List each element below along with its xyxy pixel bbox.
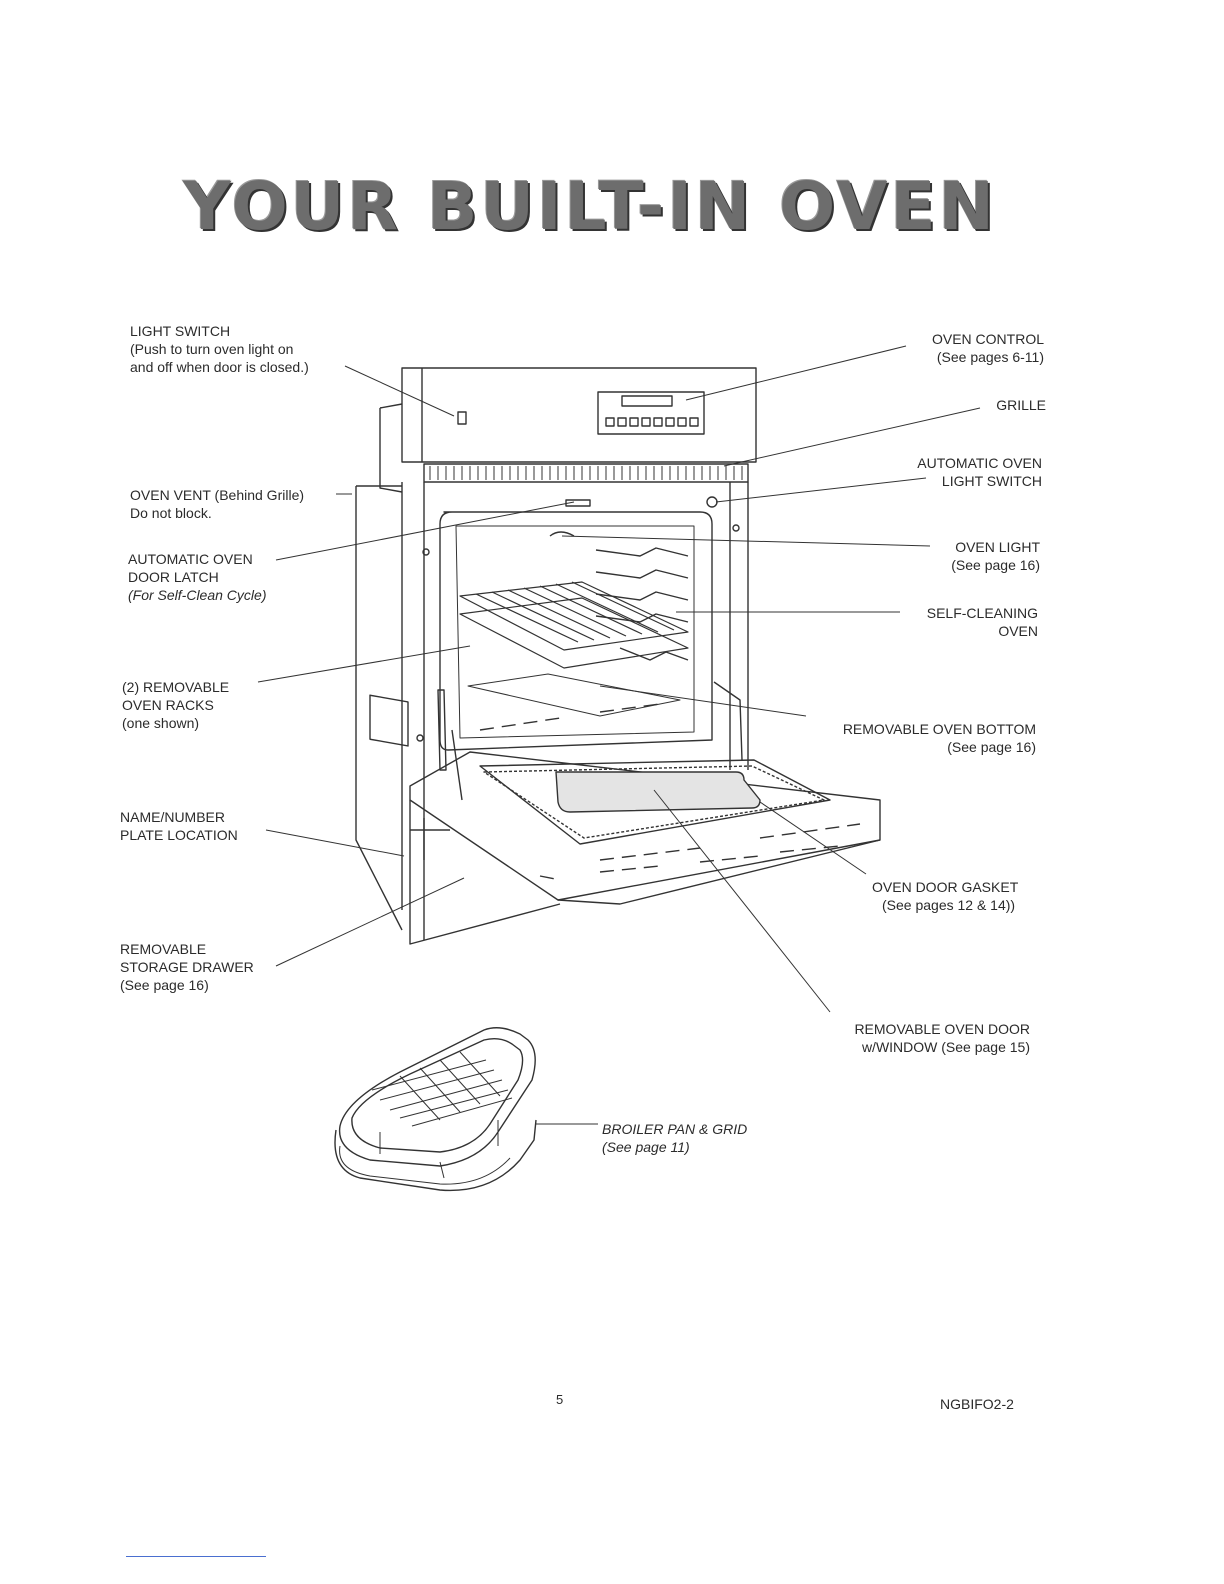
page-number: 5 <box>556 1392 564 1407</box>
auto-light-switch-shape <box>706 496 718 508</box>
document-code: NGBIFO2-2 <box>940 1396 1014 1412</box>
oven-door-gasket <box>483 765 825 839</box>
oven-cavity <box>439 511 713 751</box>
label-storage-drawer: REMOVABLE STORAGE DRAWER (See page 16) <box>120 941 254 993</box>
oven-door-window <box>555 771 761 813</box>
label-oven-door: REMOVABLE OVEN DOOR w/WINDOW (See page 1… <box>854 1021 1030 1055</box>
label-oven-light: OVEN LIGHT (See page 16) <box>951 539 1040 573</box>
label-oven-racks: (2) REMOVABLE OVEN RACKS (one shown) <box>122 679 230 731</box>
label-grille: GRILLE <box>996 397 1046 413</box>
grille <box>423 463 749 483</box>
label-door-latch: AUTOMATIC OVEN DOOR LATCH (For Self-Clea… <box>128 551 267 603</box>
footer-divider <box>126 1556 266 1557</box>
label-oven-vent: OVEN VENT (Behind Grille) Do not block. <box>130 487 305 521</box>
light-switch-shape <box>457 411 467 425</box>
label-oven-bottom: REMOVABLE OVEN BOTTOM (See page 16) <box>842 721 1036 755</box>
label-light-switch: LIGHT SWITCH (Push to turn oven light on… <box>130 323 309 375</box>
storage-drawer <box>409 800 561 945</box>
oven-rack <box>459 581 689 669</box>
label-door-gasket: OVEN DOOR GASKET (See pages 12 & 14)) <box>872 879 1019 913</box>
label-self-cleaning: SELF-CLEANING OVEN <box>926 605 1038 639</box>
control-panel <box>401 367 757 463</box>
label-auto-light-switch: AUTOMATIC OVEN LIGHT SWITCH <box>917 455 1042 489</box>
label-oven-control: OVEN CONTROL (See pages 6-11) <box>931 331 1044 365</box>
oven-control-display <box>597 391 705 435</box>
label-broiler: BROILER PAN & GRID (See page 11) <box>602 1121 748 1155</box>
oven-bottom-shape <box>467 673 681 717</box>
label-name-plate: NAME/NUMBER PLATE LOCATION <box>120 809 238 843</box>
page-title: YOUR BUILT-IN OVEN <box>183 168 997 245</box>
broiler-pan-and-grid <box>334 1027 537 1192</box>
